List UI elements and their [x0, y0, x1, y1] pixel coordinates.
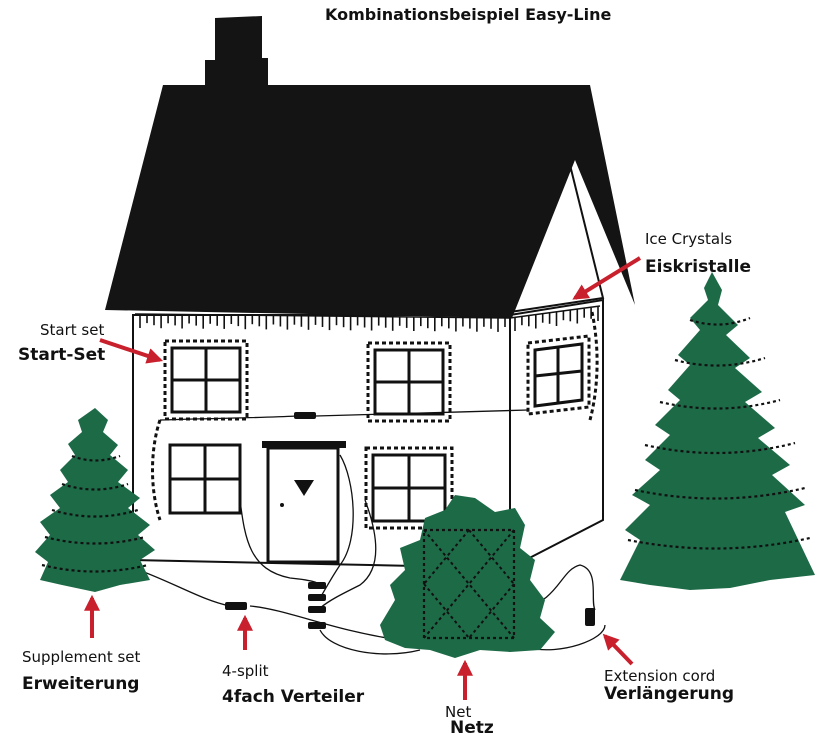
callout-arrows [84, 256, 642, 700]
ice-crystal-lights [139, 307, 599, 332]
window-side [526, 334, 591, 416]
label-splitter-en: 4-split [222, 662, 269, 680]
right-tree [620, 272, 815, 590]
side-strand [588, 311, 599, 421]
wall-connector [294, 412, 316, 419]
label-supplement-de: Erweiterung [22, 674, 140, 694]
label-ice-crystals-de: Eiskristalle [645, 257, 751, 277]
wall-strand [159, 415, 297, 421]
start-set-strand [151, 419, 162, 521]
chimney [205, 16, 268, 92]
label-supplement-en: Supplement set [22, 648, 141, 666]
label-start-set-de: Start-Set [18, 345, 106, 365]
arrow-ice-crystals [572, 256, 642, 300]
window-lower-left [168, 443, 242, 515]
label-start-set-en: Start set [40, 321, 105, 339]
label-net-de: Netz [450, 718, 494, 738]
arrow-extension [602, 633, 634, 666]
left-tree [35, 408, 155, 592]
window-lower-middle [364, 446, 454, 530]
label-extension-en: Extension cord [604, 667, 716, 685]
label-ice-crystals-en: Ice Crystals [645, 230, 733, 248]
wall-strand-right [315, 409, 529, 417]
bush-with-net [380, 495, 555, 658]
splitter-connectors [225, 582, 595, 629]
front-door [262, 441, 346, 564]
window-upper-left [163, 339, 249, 421]
label-net-en: Net [445, 703, 472, 721]
house-roof [105, 85, 635, 318]
window-upper-middle [366, 341, 452, 423]
eave-light-line [134, 305, 601, 319]
label-splitter-de: 4fach Verteiler [222, 687, 365, 707]
label-extension-de: Verlängerung [604, 684, 734, 704]
arrow-start-set [99, 338, 164, 364]
diagram-title: Kombinationsbeispiel Easy-Line [325, 5, 612, 24]
